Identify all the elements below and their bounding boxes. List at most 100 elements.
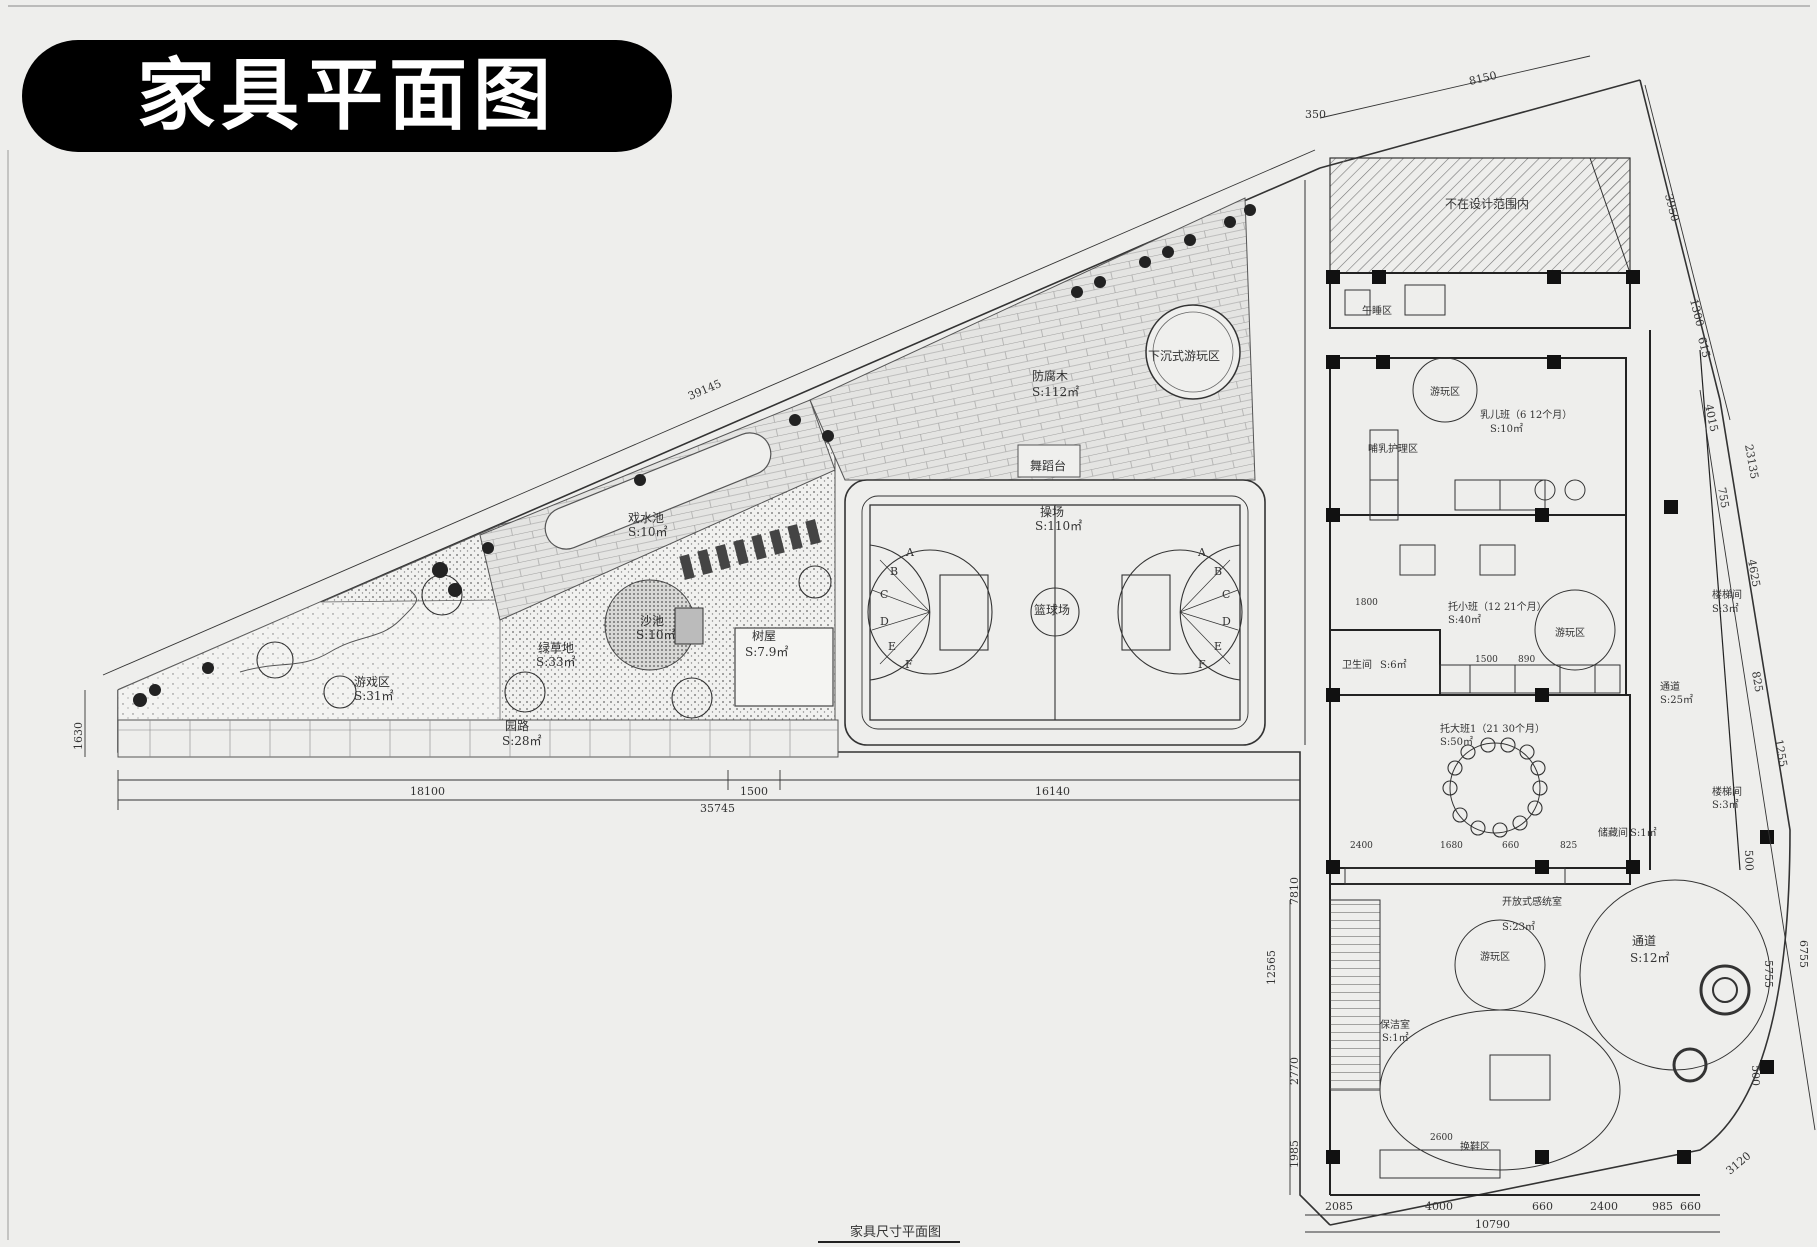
label-treehouse: 树屋 [752, 628, 776, 643]
label-path-area: S:28㎡ [502, 734, 542, 748]
label-stair-b-area: S:3㎡ [1712, 799, 1739, 811]
no-design-zone-tri [1589, 157, 1631, 274]
dim-i-825: 825 [1560, 841, 1577, 851]
garden-area [117, 197, 1256, 758]
court-letter-right-c: C [1222, 588, 1230, 601]
label-storage-a: 储藏间 [1598, 826, 1628, 839]
dimension-labels: 8150 350 39145 1630 18100 1500 16140 357… [72, 69, 1810, 1231]
label-sand: 沙池 [640, 614, 664, 628]
dim-b-2085: 2085 [1325, 1200, 1353, 1213]
label-path: 园路 [505, 718, 529, 733]
court-letter-left-d: D [880, 615, 889, 628]
dim-r-23135: 23135 [1742, 443, 1761, 480]
dim-i-2600: 2600 [1430, 1133, 1453, 1143]
label-court: 篮球场 [1034, 602, 1070, 617]
label-deck: 防腐木 [1032, 368, 1068, 383]
dim-r-1300: 1300 [1687, 298, 1706, 328]
dim-i-1500: 1500 [1475, 655, 1498, 665]
label-water-area: S:10㎡ [628, 525, 668, 539]
dim-bottom-a: 18100 [410, 785, 445, 798]
label-sensory-play: 游玩区 [1480, 950, 1510, 963]
dim-small-top: 350 [1305, 108, 1326, 121]
label-infant-area: S:10㎡ [1490, 423, 1523, 435]
frame-lines [7, 5, 1810, 1240]
dim-b-660a: 660 [1532, 1200, 1553, 1213]
dim-r-1255: 1255 [1772, 738, 1790, 768]
court-letter-right-b: B [1214, 565, 1222, 578]
label-cleaning-area: S:1㎡ [1382, 1032, 1409, 1044]
dim-top-span: 8150 [1468, 69, 1498, 88]
label-toilet: 卫生间 [1342, 658, 1372, 671]
label-deck-area: S:112㎡ [1032, 385, 1079, 399]
dim-r-615: 615 [1695, 336, 1713, 360]
label-passage-area: S:12㎡ [1630, 951, 1670, 965]
dim-r-4015: 4015 [1702, 403, 1721, 433]
court-letter-right-e: E [1214, 640, 1222, 653]
dim-i-660: 660 [1502, 841, 1519, 851]
dim-l-7810: 7810 [1288, 877, 1301, 905]
dim-i-890: 890 [1518, 655, 1535, 665]
label-passage: 通道 [1632, 934, 1656, 948]
label-field: 操场 [1040, 504, 1064, 519]
dim-b-660b: 660 [1680, 1200, 1701, 1213]
label-treehouse-area: S:7.9㎡ [745, 645, 788, 659]
label-play: 游戏区 [354, 675, 390, 689]
court-letter-left-f: F [905, 658, 913, 671]
court-letter-right-d: D [1222, 615, 1231, 628]
label-corridor-area: S:25㎡ [1660, 694, 1693, 706]
title-banner: 家具平面图 [22, 40, 672, 152]
dim-r-3950: 3950 [1662, 193, 1681, 223]
dim-r-755: 755 [1715, 486, 1731, 509]
label-sensory-area: S:23㎡ [1502, 921, 1535, 933]
dim-r-3120: 3120 [1724, 1149, 1754, 1177]
furniture [1329, 284, 1771, 1179]
dim-r-6755: 6755 [1797, 940, 1810, 968]
label-corridor: 通道 [1660, 680, 1680, 693]
court-letter-right-f: F [1198, 658, 1206, 671]
court-letter-left-b: B [890, 565, 898, 578]
label-older-area: S:50㎡ [1440, 736, 1473, 748]
court-letter-left-c: C [880, 588, 888, 601]
caption: 家具尺寸平面图 [850, 1224, 941, 1240]
label-play-area: S:31㎡ [354, 689, 394, 703]
label-toddler-area: S:40㎡ [1448, 614, 1481, 626]
dim-b-4000: 4000 [1425, 1200, 1453, 1213]
dim-r-5755: 5755 [1762, 960, 1775, 988]
dim-i-1680: 1680 [1440, 841, 1463, 851]
dim-l-1985: 1985 [1288, 1140, 1301, 1168]
label-stair-b: 楼梯间 [1712, 785, 1742, 798]
label-stair-a-area: S:3㎡ [1712, 603, 1739, 615]
label-toddler: 托小班（12 21个月） [1448, 600, 1547, 613]
label-water: 戏水池 [628, 511, 664, 525]
structural-columns [1326, 270, 1774, 1164]
court-letter-left-a: A [905, 546, 915, 559]
label-nursing: 哺乳护理区 [1368, 442, 1418, 455]
label-toilet-area: S:6㎡ [1380, 659, 1407, 671]
label-lawn: 绿草地 [538, 640, 574, 655]
dim-r-500b: 500 [1749, 1065, 1762, 1086]
dim-diagonal: 39145 [686, 377, 723, 403]
dim-b-10790: 10790 [1475, 1218, 1510, 1231]
dim-b-2400: 2400 [1590, 1200, 1618, 1213]
page-title: 家具平面图 [136, 51, 557, 141]
court-letter-left-e: E [888, 640, 896, 653]
label-field-area: S:110㎡ [1035, 519, 1082, 533]
dim-r-825: 825 [1749, 670, 1765, 693]
label-sensory: 开放式感统室 [1502, 895, 1562, 908]
dim-left-height: 1630 [72, 722, 85, 750]
label-shoe: 换鞋区 [1460, 1140, 1490, 1153]
label-infant: 乳儿班（6 12个月） [1480, 408, 1572, 421]
court-letters: A B C D E F A B C D E F [880, 546, 1231, 671]
dimension-lines [84, 55, 1816, 1233]
label-stair-a: 楼梯间 [1712, 588, 1742, 601]
dim-i-2400: 2400 [1350, 841, 1373, 851]
label-sunken: 下沉式游玩区 [1148, 349, 1220, 363]
dim-bottom-total: 35745 [700, 802, 735, 815]
dim-l-12565: 12565 [1265, 950, 1278, 985]
dim-l-2770: 2770 [1288, 1057, 1301, 1085]
label-lawn-area: S:33㎡ [536, 655, 576, 669]
label-infant-play: 游玩区 [1430, 385, 1460, 398]
